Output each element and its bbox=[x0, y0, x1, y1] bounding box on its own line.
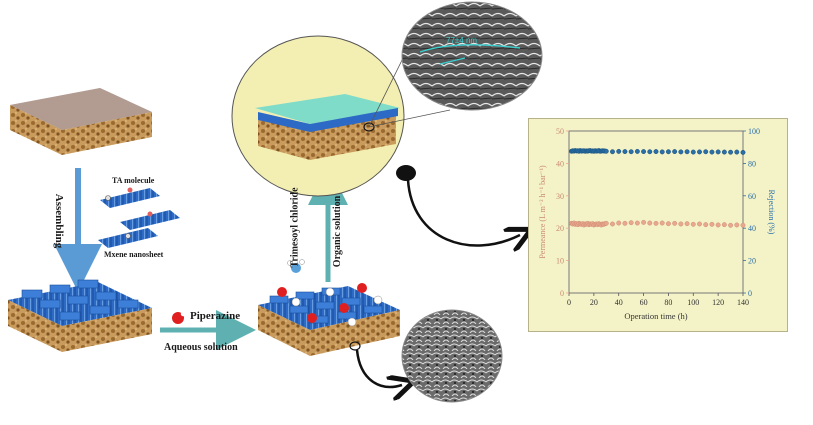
y-right-tick-label: 0 bbox=[748, 289, 752, 298]
y-left-tick-label: 20 bbox=[556, 224, 564, 233]
x-tick-label: 40 bbox=[615, 298, 623, 307]
assembling-label: Assembling bbox=[53, 193, 66, 249]
piperazine-label: Piperazine bbox=[190, 310, 241, 322]
permeance-point bbox=[721, 222, 727, 228]
permeance-point bbox=[634, 220, 640, 226]
rejection-point bbox=[603, 148, 609, 154]
mxene-nanosheet-label: Mxene nanosheet bbox=[104, 250, 164, 259]
permeance-point bbox=[641, 219, 647, 225]
substrate-bare bbox=[10, 88, 152, 155]
y-right-axis-label: Rejection (%) bbox=[767, 190, 776, 235]
x-axis-label: Operation time (h) bbox=[624, 311, 687, 321]
rejection-point bbox=[653, 149, 659, 155]
substrate-piperazine bbox=[258, 283, 400, 356]
rejection-point bbox=[740, 149, 746, 155]
organic-solution-label: Organic solution bbox=[332, 195, 344, 268]
permeance-point bbox=[728, 222, 734, 228]
rejection-point bbox=[616, 148, 622, 154]
y-right-tick-label: 20 bbox=[748, 257, 756, 266]
y-right-tick-label: 80 bbox=[748, 159, 756, 168]
rejection-point bbox=[734, 149, 740, 155]
permeance-point bbox=[610, 221, 615, 227]
y-right-tick-label: 100 bbox=[748, 127, 760, 136]
mxene-nanosheets bbox=[98, 187, 180, 248]
y-left-tick-label: 0 bbox=[560, 289, 564, 298]
sem-cross-section bbox=[368, 1, 543, 128]
rejection-point bbox=[610, 149, 615, 155]
permeance-point bbox=[740, 222, 746, 228]
rejection-point bbox=[684, 149, 690, 155]
y-left-axis-label: Permeance (L m⁻² h⁻¹ bar⁻¹) bbox=[538, 165, 547, 259]
thickness-label: 77±4 nm bbox=[446, 36, 478, 45]
y-left-tick-label: 10 bbox=[556, 257, 564, 266]
permeance-point bbox=[647, 220, 653, 226]
tmc-molecule-icon bbox=[287, 259, 305, 273]
y-right-tick-label: 60 bbox=[748, 192, 756, 201]
connector-to-chart bbox=[396, 165, 520, 246]
permeance-point bbox=[709, 221, 715, 227]
rejection-point bbox=[641, 149, 647, 155]
x-tick-label: 80 bbox=[664, 298, 672, 307]
rejection-point bbox=[665, 149, 671, 155]
permeance-point bbox=[603, 220, 609, 226]
rejection-point bbox=[697, 149, 702, 155]
final-membrane-circle bbox=[231, 35, 405, 197]
ta-molecule-label: TA molecule bbox=[112, 176, 155, 185]
rejection-point bbox=[634, 148, 640, 154]
permeance-point bbox=[659, 220, 665, 226]
rejection-point bbox=[728, 149, 734, 155]
substrate-mxene bbox=[8, 279, 152, 352]
permeance-point bbox=[678, 221, 684, 227]
sem-surface bbox=[349, 309, 503, 403]
y-right-tick-label: 40 bbox=[748, 224, 756, 233]
permeance-point bbox=[734, 222, 740, 228]
permeance-point bbox=[684, 221, 690, 227]
permeance-point bbox=[715, 222, 721, 228]
permeance-point bbox=[697, 221, 702, 227]
permeance-point bbox=[653, 220, 659, 226]
rejection-point bbox=[715, 149, 721, 155]
trimesoyl-chloride-label: Trimesoyl chloride bbox=[289, 187, 301, 268]
rejection-point bbox=[678, 149, 684, 155]
permeance-point bbox=[628, 220, 634, 226]
piperazine-arrow bbox=[160, 310, 256, 350]
permeance-point bbox=[703, 222, 709, 228]
x-tick-label: 140 bbox=[737, 298, 749, 307]
y-left-tick-label: 30 bbox=[556, 192, 564, 201]
x-tick-label: 20 bbox=[590, 298, 598, 307]
permeance-point bbox=[690, 221, 696, 227]
plot-frame bbox=[568, 130, 744, 294]
y-left-tick-label: 40 bbox=[556, 159, 564, 168]
rejection-point bbox=[628, 149, 634, 155]
permeance-point bbox=[672, 220, 678, 226]
rejection-point bbox=[672, 149, 678, 155]
rejection-point bbox=[647, 149, 653, 155]
rejection-point bbox=[659, 149, 665, 155]
permeance-point bbox=[665, 221, 671, 227]
rejection-point bbox=[703, 149, 709, 155]
x-tick-label: 120 bbox=[712, 298, 724, 307]
rejection-point bbox=[709, 149, 715, 155]
permeance-point bbox=[622, 220, 628, 226]
y-left-tick-label: 50 bbox=[556, 127, 564, 136]
aqueous-solution-label: Aqueous solution bbox=[164, 342, 238, 353]
rejection-point bbox=[721, 149, 727, 155]
rejection-point bbox=[622, 149, 628, 155]
permeance-point bbox=[616, 220, 622, 226]
x-tick-label: 0 bbox=[567, 298, 571, 307]
x-tick-label: 100 bbox=[687, 298, 699, 307]
x-tick-label: 60 bbox=[640, 298, 648, 307]
rejection-point bbox=[690, 149, 696, 155]
